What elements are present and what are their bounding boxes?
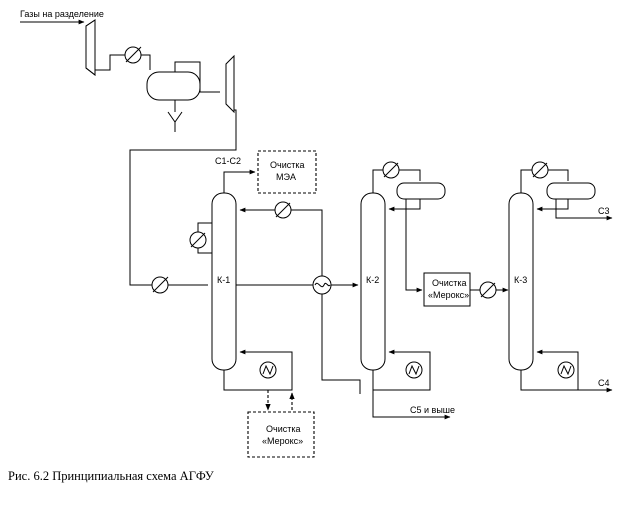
merox-top-line1: Очистка [432, 278, 466, 288]
line-k2-reflux [388, 199, 421, 212]
cooler-1-icon [124, 46, 142, 64]
line-k1-overhead [223, 169, 256, 193]
k2-reboiler-icon [405, 361, 423, 379]
line-c5-product [372, 390, 451, 420]
separator-drum [146, 71, 201, 101]
k3-reboiler-icon [557, 361, 575, 379]
product-c4-label: С4 [598, 378, 610, 388]
column-k3-label: К-3 [514, 275, 527, 285]
cooler-2-icon [151, 276, 169, 294]
k2-reflux-drum [396, 182, 446, 200]
product-c5-label: С5 и выше [410, 405, 455, 415]
line-k2-bottom-loop [321, 294, 361, 394]
line-k2-distillate [405, 199, 423, 293]
mea-unit-line1: Очистка [270, 160, 304, 170]
k3-reflux-drum [546, 182, 596, 200]
separator-drain-icon [167, 111, 183, 123]
k3-condenser-icon [531, 161, 549, 179]
compressor-2 [225, 54, 235, 114]
feed-label: Газы на разделение [20, 9, 104, 19]
heat-exchanger-icon [312, 275, 332, 295]
merox-top-line2: «Мерокс» [428, 290, 469, 300]
merox-bottom-unit [247, 411, 315, 458]
product-c1c2-label: С1-С2 [215, 156, 241, 166]
k1-reboiler-icon [259, 361, 277, 379]
merox-bottom-line1: Очистка [266, 424, 300, 434]
line-compressed-gas [129, 109, 237, 286]
column-k2-label: К-2 [366, 275, 379, 285]
merox-bottom-line2: «Мерокс» [262, 436, 303, 446]
line-separator-top [174, 61, 220, 93]
k2-condenser-icon [382, 161, 400, 179]
line-k2-reboiler [372, 349, 431, 391]
merox-cooler-icon [479, 281, 497, 299]
mea-unit-line2: МЭА [276, 172, 296, 182]
column-k1-label: К-1 [217, 275, 230, 285]
line-k3-reflux [536, 199, 569, 212]
line-reflux-k1 [239, 207, 323, 285]
figure-caption: Рис. 6.2 Принципиальная схема АГФУ [8, 469, 214, 483]
k1-reflux-cooler-icon [274, 201, 292, 219]
line-c1-to-cooler [95, 54, 151, 71]
line-k1-reboiler [223, 349, 293, 391]
k1-side-cooler-icon [189, 231, 207, 249]
product-c3-label: С3 [598, 206, 610, 216]
line-c3-product [555, 199, 613, 221]
compressor-1 [85, 19, 96, 77]
